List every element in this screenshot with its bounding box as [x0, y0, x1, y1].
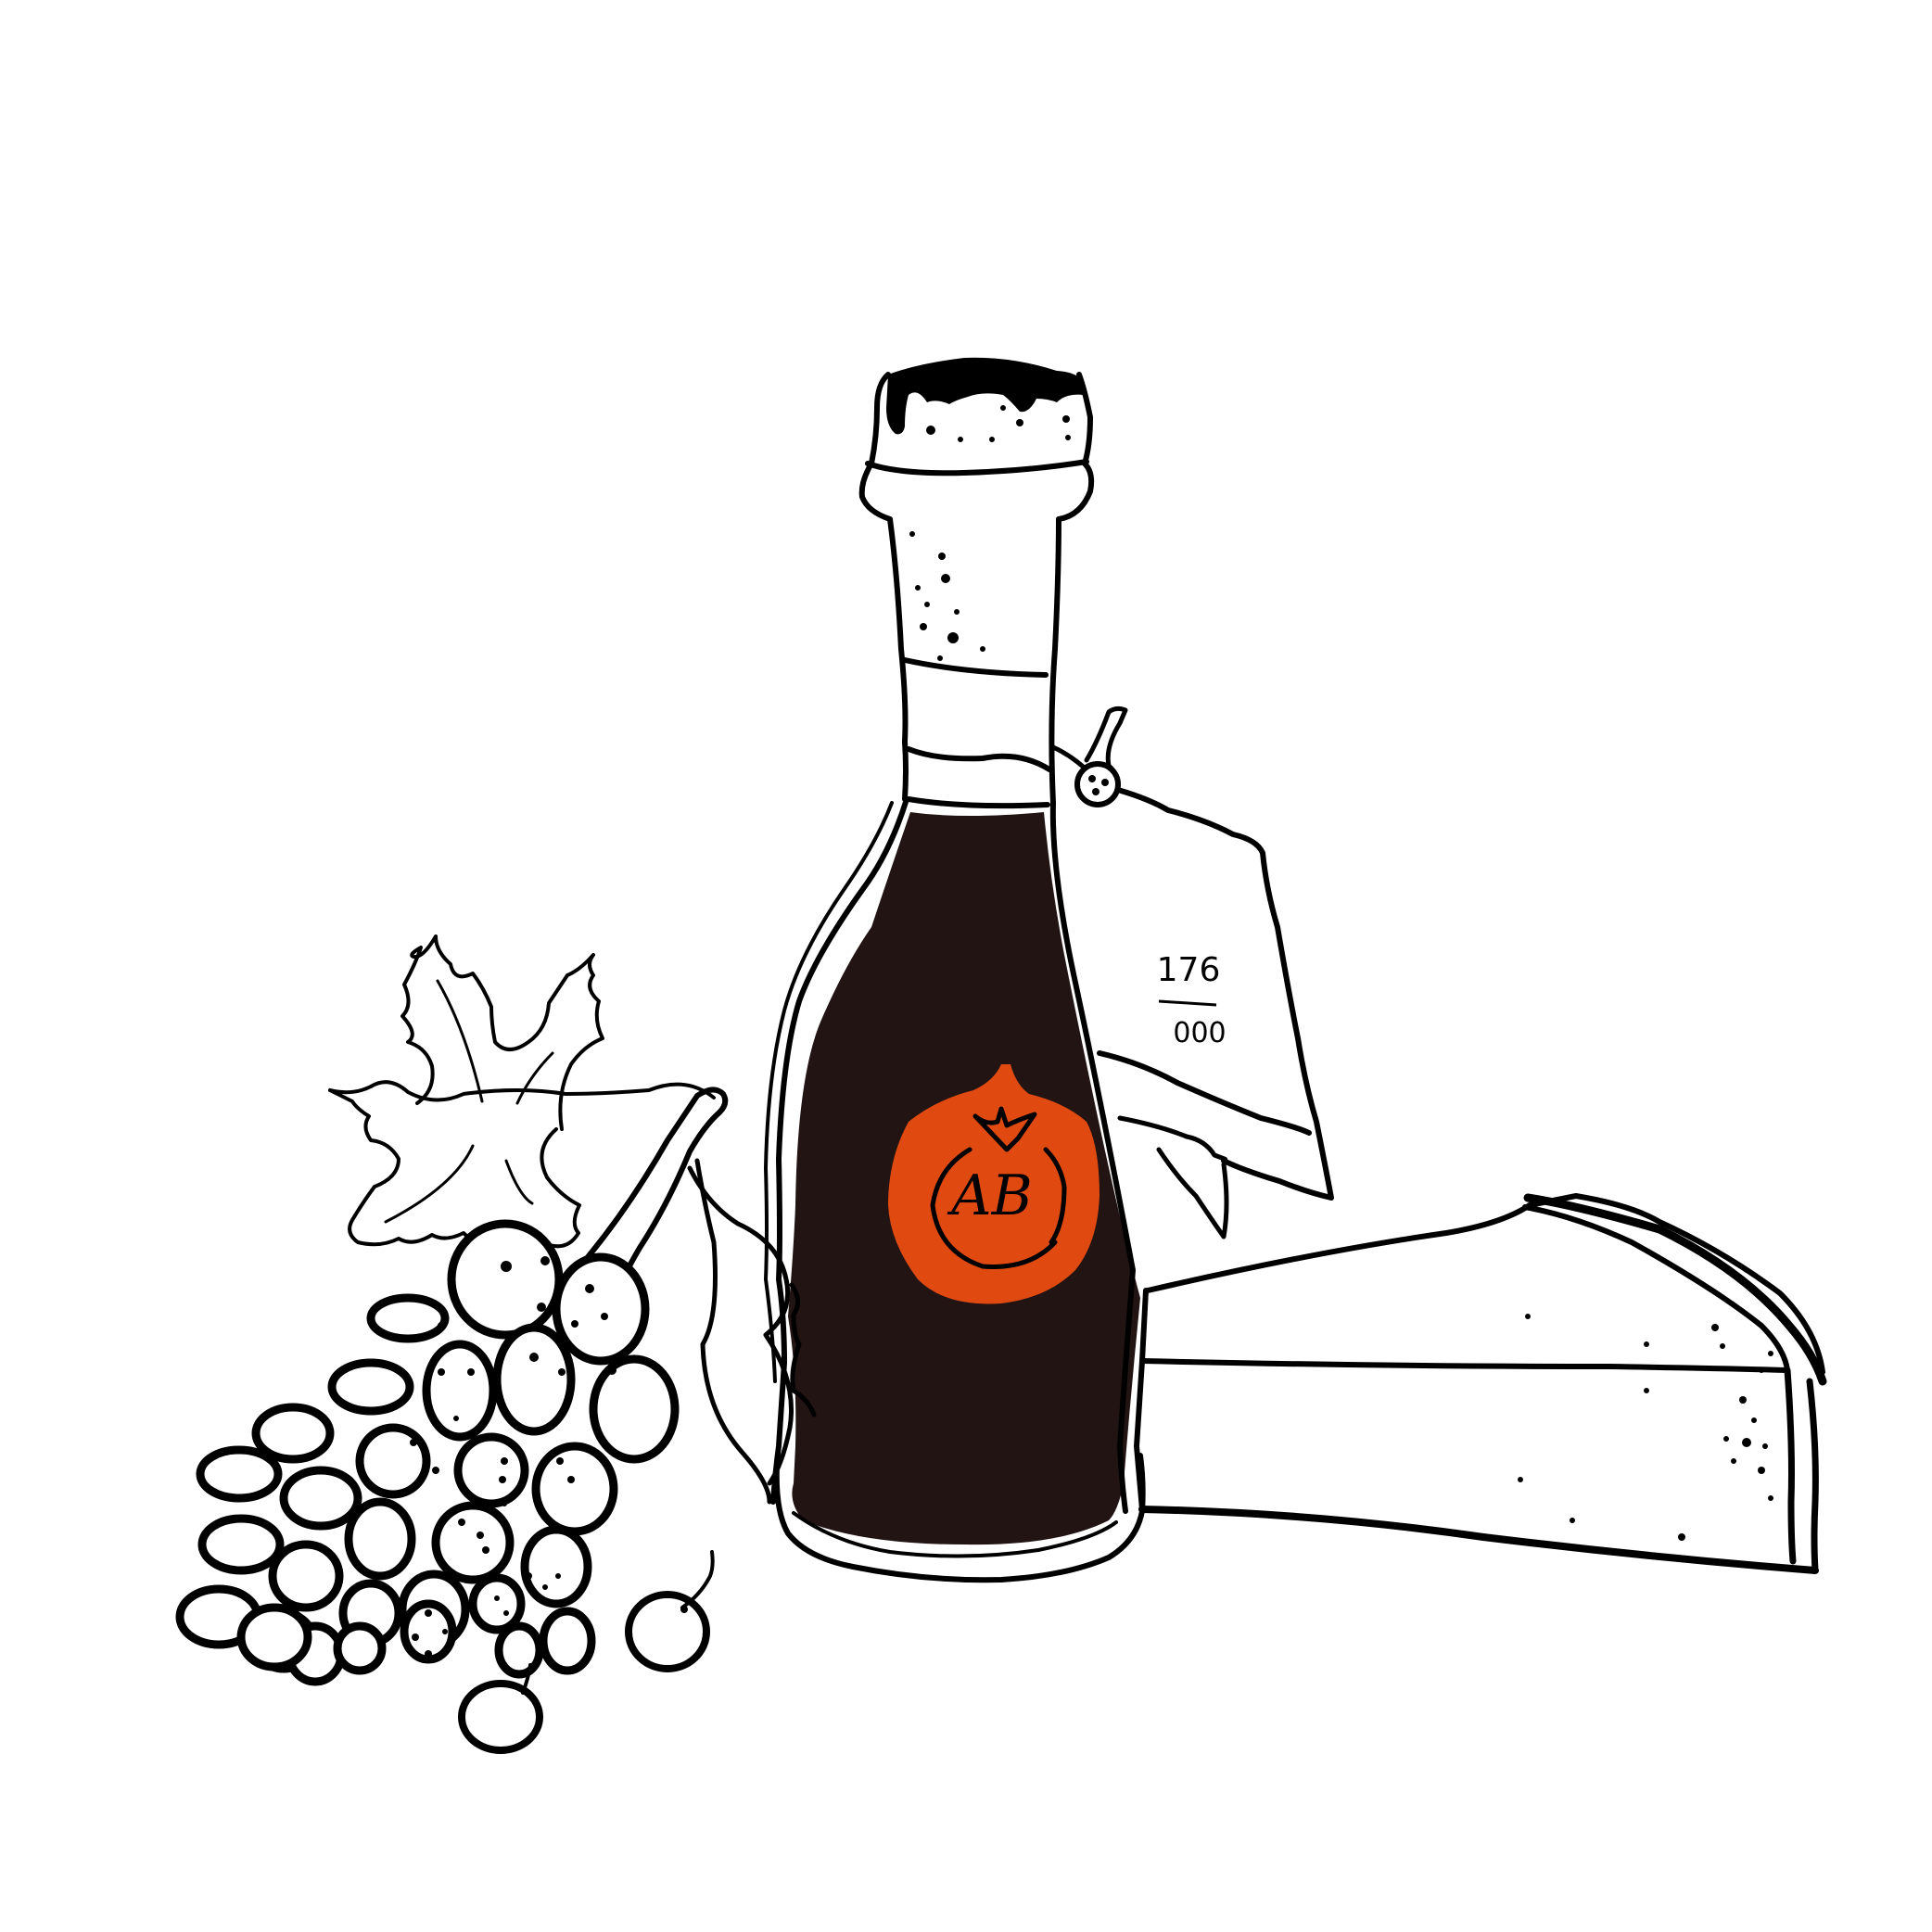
bottle-edge-detail: [789, 1282, 817, 1417]
grape-leaf-vein-4: [504, 1159, 534, 1205]
vine-tendril-2: [694, 1158, 772, 1505]
bottle-base: [773, 1453, 1146, 1583]
grape-leaf-vein-2: [515, 1051, 554, 1105]
bottle-cap-lower-band: [865, 459, 1089, 477]
grape: [333, 1621, 387, 1675]
loose-grape: [458, 1680, 543, 1754]
seal-monogram: AB: [947, 1163, 1032, 1228]
loose-grape-stem: [680, 1550, 715, 1609]
grape: [494, 1621, 544, 1679]
grape-leaf-vein-3: [384, 1144, 475, 1224]
bottle-neck-right: [1049, 516, 1061, 806]
tag-shadow-fold: [1117, 1115, 1229, 1239]
loose-grapes: [458, 1550, 715, 1754]
grape-cluster: [175, 1219, 680, 1686]
tag-card: [1115, 787, 1334, 1201]
neck-band-1: [902, 657, 1049, 678]
grape: [344, 1497, 416, 1581]
bottle-tag: 176 000: [1050, 705, 1334, 1239]
bottle-neck-left: [887, 516, 909, 802]
grape: [422, 1340, 498, 1442]
grape: [589, 1354, 680, 1464]
grape: [447, 1219, 564, 1340]
neck-band-2: [906, 746, 1052, 772]
bottle-seal: AB: [888, 1064, 1099, 1304]
tag-number-bottom: 000: [1173, 1017, 1226, 1049]
parmesan-wedge: [1138, 1193, 1827, 1574]
seal-crown: [972, 1106, 1037, 1152]
cheese-top-rim: [1139, 1358, 1790, 1373]
tag-bottom-fold: [1097, 1050, 1312, 1136]
grape-leaf-upper-lobe: [400, 934, 604, 1131]
neck-band-3: [906, 796, 1050, 809]
tag-number-top: 176: [1157, 951, 1221, 989]
cheese-speckles: [1518, 1314, 1773, 1541]
loose-grape-stem: [521, 1663, 532, 1695]
grape: [366, 1293, 450, 1343]
grape: [197, 1514, 285, 1575]
seal-ring: [930, 1147, 1067, 1269]
grape-leaf-vein-1: [436, 979, 484, 1103]
bottle-outline-right: [1049, 800, 1136, 1514]
bottle-outline-left-inner: [764, 801, 894, 1383]
balsamic-bottle: [764, 357, 1146, 1583]
grape: [327, 1358, 414, 1416]
grape: [552, 1252, 650, 1366]
grape: [531, 1442, 618, 1536]
cheese-left-edge: [1134, 1288, 1149, 1512]
grape: [236, 1603, 312, 1671]
grape: [468, 1573, 526, 1634]
grape: [492, 1323, 576, 1436]
bottle-base-inner: [792, 1511, 1118, 1558]
loose-grape: [625, 1591, 710, 1672]
grape: [355, 1423, 431, 1499]
grape: [251, 1403, 335, 1464]
vine-stem-outer: [585, 1087, 729, 1301]
seal-wax: [888, 1064, 1099, 1304]
grape: [279, 1466, 362, 1531]
grape: [268, 1540, 344, 1612]
cheese-top-outer-edge: [1523, 1193, 1827, 1386]
grape-leaf: [328, 934, 716, 1254]
neck-speckles: [909, 531, 985, 661]
tag-knot: [1074, 761, 1121, 807]
cap-speckles: [926, 405, 1071, 442]
grape: [520, 1525, 592, 1608]
tag-fraction-bar: [1158, 999, 1217, 1007]
cheese-top-face: [1145, 1193, 1825, 1375]
vine-tendril: [687, 1165, 794, 1486]
cheese-right-side: [1784, 1366, 1819, 1574]
bottle-outline-left: [770, 796, 909, 1505]
grape: [431, 1501, 515, 1584]
grape: [539, 1607, 596, 1675]
grape-highlights: [410, 1256, 616, 1658]
grape: [453, 1432, 529, 1508]
bottle-cap-drip: [886, 357, 1085, 435]
grape: [400, 1599, 457, 1664]
cheese-bottom-edge: [1138, 1506, 1819, 1574]
grape: [196, 1445, 283, 1503]
cheese-top-inner-edge: [1522, 1204, 1790, 1373]
